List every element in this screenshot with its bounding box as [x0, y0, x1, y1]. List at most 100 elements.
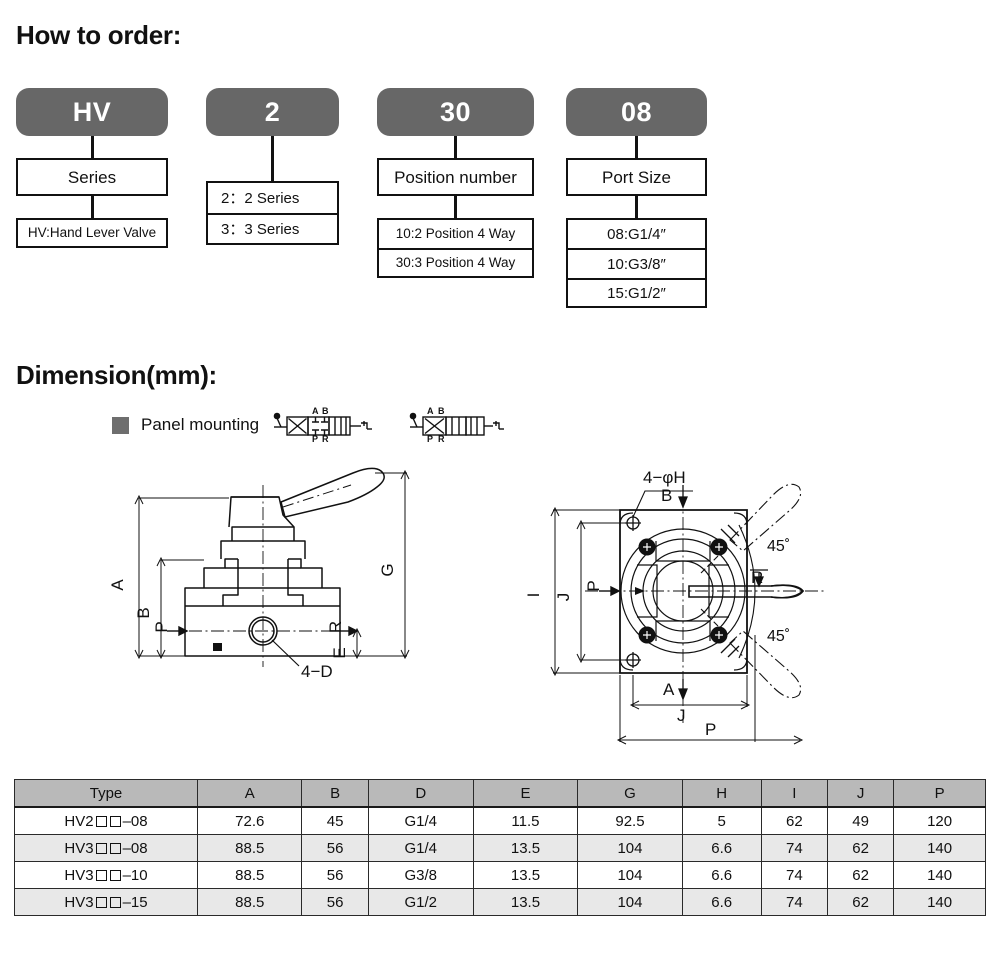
type-prefix: HV3 — [64, 893, 94, 911]
cell-a: 88.5 — [196, 888, 303, 916]
order-option: 30:3 Position 4 Way — [377, 248, 534, 278]
cell-h: 5 — [681, 806, 762, 835]
order-label-series: Series — [16, 158, 168, 196]
checkbox-placeholder-icon — [95, 896, 107, 908]
table-header-i: I — [760, 779, 828, 808]
type-suffix: –08 — [122, 812, 148, 830]
type-suffix: –10 — [122, 866, 148, 884]
table-header-h: H — [681, 779, 762, 808]
dim-label-r: R — [326, 621, 345, 633]
order-option: 3：3 Series — [206, 213, 339, 245]
connector-line — [90, 196, 94, 218]
cell-i: 74 — [760, 861, 828, 889]
table-row: HV3 –15 88.5 56 G1/2 13.5 104 6.6 74 62 … — [14, 888, 986, 916]
cell-i: 62 — [760, 806, 828, 835]
bullet-square-icon — [112, 416, 129, 434]
checkbox-placeholder-icon — [109, 896, 121, 908]
table-header-d: D — [367, 779, 474, 808]
dim-label-g: G — [378, 563, 397, 576]
checkbox-placeholder-icon — [95, 815, 107, 827]
port-label-b: B — [438, 406, 445, 416]
cell-g: 104 — [577, 861, 683, 889]
port-label-a: A — [427, 406, 434, 416]
page-title-dimension: Dimension(mm): — [16, 360, 217, 390]
table-header-e: E — [472, 779, 579, 808]
dim-label-a: A — [108, 579, 127, 591]
table-header-b: B — [301, 779, 369, 808]
dim-label-p: P — [152, 621, 171, 632]
connector-line — [635, 196, 638, 218]
dim-label-j-bottom: J — [677, 706, 686, 725]
page-title-how-to-order: How to order: — [16, 20, 182, 50]
port-label-r: R — [322, 434, 329, 443]
cell-type: HV2 –08 — [14, 806, 198, 835]
connector-line — [454, 196, 457, 218]
cell-d: G1/4 — [367, 834, 474, 862]
dim-label-b: B — [661, 486, 672, 505]
cell-b: 45 — [301, 806, 369, 835]
cell-b: 56 — [301, 861, 369, 889]
dim-label-4-phi-h: 4−φH — [643, 468, 686, 487]
table-header-row: Type A B D E G H I J P — [14, 779, 986, 808]
cell-e: 13.5 — [472, 888, 579, 916]
cell-j: 62 — [826, 888, 895, 916]
port-label-a: A — [312, 406, 319, 416]
cell-d: G1/2 — [367, 888, 474, 916]
order-code-hv: HV — [16, 88, 168, 136]
order-option: 2：2 Series — [206, 181, 339, 213]
order-column-series: HV Series HV:Hand Lever Valve — [16, 88, 168, 248]
cell-e: 13.5 — [472, 861, 579, 889]
order-option: HV:Hand Lever Valve — [16, 218, 168, 248]
dim-label-b: B — [134, 607, 153, 618]
cell-type: HV3 –15 — [14, 888, 198, 916]
connector-line — [635, 136, 638, 158]
order-column-series-number: 2 2：2 Series 3：3 Series — [206, 88, 339, 245]
dim-label-r: R — [751, 568, 763, 587]
connector-line — [90, 136, 94, 158]
dim-label-e: E — [330, 647, 349, 658]
order-column-port-size: 08 Port Size 08:G1/4″ 10:G3/8″ 15:G1/2″ — [566, 88, 707, 308]
panel-mounting-row: Panel mounting — [112, 406, 537, 444]
dim-label-a: A — [663, 680, 675, 699]
order-options-position-number: 10:2 Position 4 Way 30:3 Position 4 Way — [377, 218, 534, 278]
dim-label-i: I — [525, 593, 543, 598]
order-option: 10:2 Position 4 Way — [377, 218, 534, 248]
cell-p: 140 — [893, 888, 986, 916]
order-column-position-number: 30 Position number 10:2 Position 4 Way 3… — [377, 88, 534, 278]
table-row: HV2 –08 72.6 45 G1/4 11.5 92.5 5 62 49 1… — [14, 806, 986, 835]
dim-label-j-vertical: J — [554, 593, 573, 602]
cell-p: 120 — [893, 806, 986, 835]
valve-front-view-drawing: 4−φH B I J P R A J P 45˚ 45˚ — [524, 455, 875, 770]
checkbox-placeholder-icon — [109, 815, 121, 827]
cell-j: 62 — [826, 861, 895, 889]
panel-mounting-label: Panel mounting — [141, 415, 260, 434]
port-label-p: P — [312, 434, 318, 443]
cell-j: 62 — [826, 834, 895, 862]
type-suffix: –15 — [122, 893, 148, 911]
cell-d: G3/8 — [367, 861, 474, 889]
table-row: HV3 –10 88.5 56 G3/8 13.5 104 6.6 74 62 … — [14, 861, 986, 889]
cell-type: HV3 –10 — [14, 861, 198, 889]
type-prefix: HV3 — [64, 839, 94, 857]
order-option: 15:G1/2″ — [566, 278, 707, 308]
cell-h: 6.6 — [681, 834, 762, 862]
dimension-spec-table: Type A B D E G H I J P HV2 –08 — [14, 779, 986, 916]
cell-e: 13.5 — [472, 834, 579, 862]
checkbox-placeholder-icon — [109, 842, 121, 854]
cell-i: 74 — [760, 888, 828, 916]
cell-g: 104 — [577, 888, 683, 916]
table-header-p: P — [893, 779, 986, 808]
cell-b: 56 — [301, 888, 369, 916]
checkbox-placeholder-icon — [109, 869, 121, 881]
cell-g: 104 — [577, 834, 683, 862]
order-options-port-size: 08:G1/4″ 10:G3/8″ 15:G1/2″ — [566, 218, 707, 308]
cell-i: 74 — [760, 834, 828, 862]
table-body: HV2 –08 72.6 45 G1/4 11.5 92.5 5 62 49 1… — [14, 806, 986, 916]
order-option: 10:G3/8″ — [566, 248, 707, 278]
cell-a: 88.5 — [196, 861, 303, 889]
type-prefix: HV2 — [64, 812, 94, 830]
angle-label-45-bottom: 45˚ — [767, 628, 790, 645]
dim-label-4-d: 4−D — [301, 662, 333, 681]
order-options-series-number: 2：2 Series 3：3 Series — [206, 181, 339, 245]
